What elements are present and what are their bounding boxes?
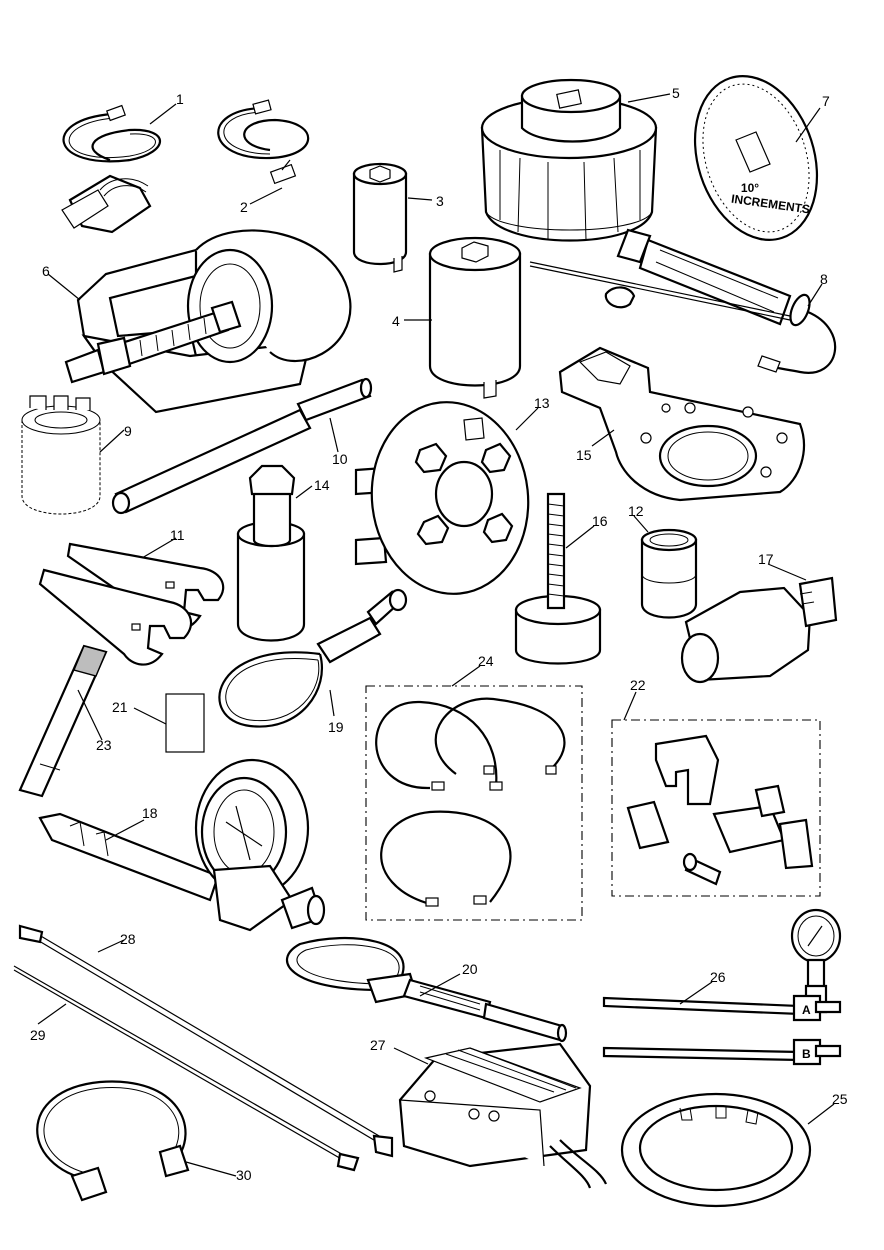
callout-8: 8 <box>820 271 828 287</box>
part-5-filter-wrench-cup <box>480 78 658 242</box>
callout-2: 2 <box>240 199 248 215</box>
callout-23: 23 <box>96 737 112 753</box>
callout-22: 22 <box>630 677 646 693</box>
callout-26: 26 <box>710 969 726 985</box>
part-16-threaded-puller <box>514 492 602 665</box>
callout-15: 15 <box>576 447 592 463</box>
leader-lines <box>37 93 835 1177</box>
callout-27: 27 <box>370 1037 386 1053</box>
part-24-harness-kit <box>365 685 583 921</box>
part-30-harness <box>36 1080 190 1202</box>
callout-18: 18 <box>142 805 158 821</box>
callout-11: 11 <box>170 527 185 543</box>
part-12-sleeve <box>640 528 698 619</box>
callout-30: 30 <box>236 1167 252 1183</box>
callout-17: 17 <box>758 551 774 567</box>
part-22-tool-kit <box>611 719 821 897</box>
part-28-probe <box>18 924 394 1158</box>
part-6-press-tool <box>64 229 352 414</box>
callout-10: 10 <box>332 451 348 467</box>
plate-studs <box>414 442 514 546</box>
part-14-puller <box>236 464 306 642</box>
part-4-large-socket <box>428 236 522 399</box>
part-27-battery-charger <box>398 1042 608 1189</box>
part-9-castellated-socket <box>21 395 101 515</box>
callout-28: 28 <box>120 931 136 947</box>
callout-6: 6 <box>42 263 50 279</box>
part-1-diagnostic-interface <box>61 104 161 234</box>
callout-24: 24 <box>478 653 494 669</box>
part-7-degree-dial: 10° INCREMENTS <box>693 75 819 241</box>
callout-12: 12 <box>628 503 644 519</box>
callout-29: 29 <box>30 1027 46 1043</box>
part-26-pressure-test-hoses: A B <box>602 908 842 1066</box>
callout-5: 5 <box>672 85 680 101</box>
callout-14: 14 <box>314 477 330 493</box>
part-18-pressure-gauge <box>38 758 326 932</box>
part-23-stylus <box>18 644 108 798</box>
callout-1: 1 <box>176 91 184 107</box>
dial-degree-text: 10° <box>741 181 759 195</box>
part-29-probe <box>13 965 360 1172</box>
callout-7: 7 <box>822 93 830 109</box>
port-letter-a: A <box>802 1003 811 1017</box>
part-15-locking-plate <box>558 346 805 502</box>
part-2-cable <box>217 99 310 185</box>
callout-21: 21 <box>112 699 128 715</box>
part-25-ring-nut-tool <box>620 1092 812 1208</box>
callout-19: 19 <box>328 719 344 735</box>
part-3-small-socket <box>352 162 408 273</box>
callout-25: 25 <box>832 1091 848 1107</box>
callout-4: 4 <box>392 313 400 329</box>
callout-20: 20 <box>462 961 478 977</box>
callout-13: 13 <box>534 395 550 411</box>
part-21-label-card <box>165 693 205 753</box>
part-11-c-spanners <box>38 542 225 666</box>
port-letter-b: B <box>802 1047 811 1061</box>
callout-3: 3 <box>436 193 444 209</box>
callout-9: 9 <box>124 423 132 439</box>
callout-labels: 1 2 3 4 5 6 7 8 9 10 11 12 13 14 15 16 1… <box>30 85 848 1183</box>
part-17-alignment-tool <box>680 576 838 684</box>
part-8-vacuum-syringe <box>529 228 837 374</box>
part-10-drift-bar <box>111 377 373 515</box>
callout-16: 16 <box>592 513 608 529</box>
part-13-holding-plate <box>354 401 530 595</box>
part-19-strap-wrench <box>218 588 408 728</box>
part-20-oil-filter-strap-wrench <box>285 936 568 1043</box>
